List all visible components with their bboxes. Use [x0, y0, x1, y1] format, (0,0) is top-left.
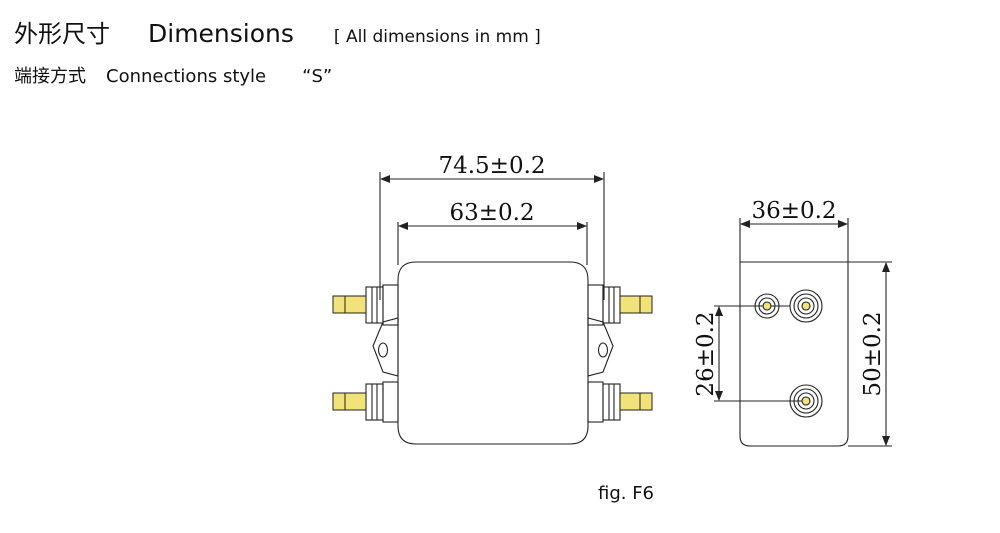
- connection-style-label-english: Connections style: [106, 66, 267, 87]
- title-english: Dimensions: [148, 19, 294, 48]
- title-chinese: 外形尺寸: [14, 20, 110, 48]
- height-label: 50±0.2: [860, 311, 886, 396]
- connection-style-line: 端接方式 Connections style “S”: [14, 62, 332, 88]
- front-dimension-lines: [380, 175, 604, 230]
- stud-left-bottom: [332, 392, 367, 411]
- terminal-spacing-label: 26±0.2: [693, 311, 719, 396]
- overall-length-label: 74.5±0.2: [438, 153, 545, 179]
- connection-style-code: “S”: [302, 66, 333, 87]
- terminal-studs: [332, 295, 653, 411]
- front-view: [365, 172, 621, 445]
- stud-left-top: [332, 295, 367, 314]
- stud-right-top: [619, 295, 653, 314]
- units-note: [ All dimensions in mm ]: [333, 27, 541, 47]
- connection-style-label-chinese: 端接方式: [14, 66, 86, 87]
- figure-caption: fig. F6: [598, 483, 655, 504]
- body-length-label: 63±0.2: [449, 200, 534, 226]
- side-view: [714, 218, 892, 447]
- width-label: 36±0.2: [751, 198, 836, 224]
- header-title-line: 外形尺寸 Dimensions [ All dimensions in mm ]: [14, 14, 541, 50]
- stud-right-bottom: [619, 392, 653, 411]
- side-dimension-lines: [715, 220, 890, 446]
